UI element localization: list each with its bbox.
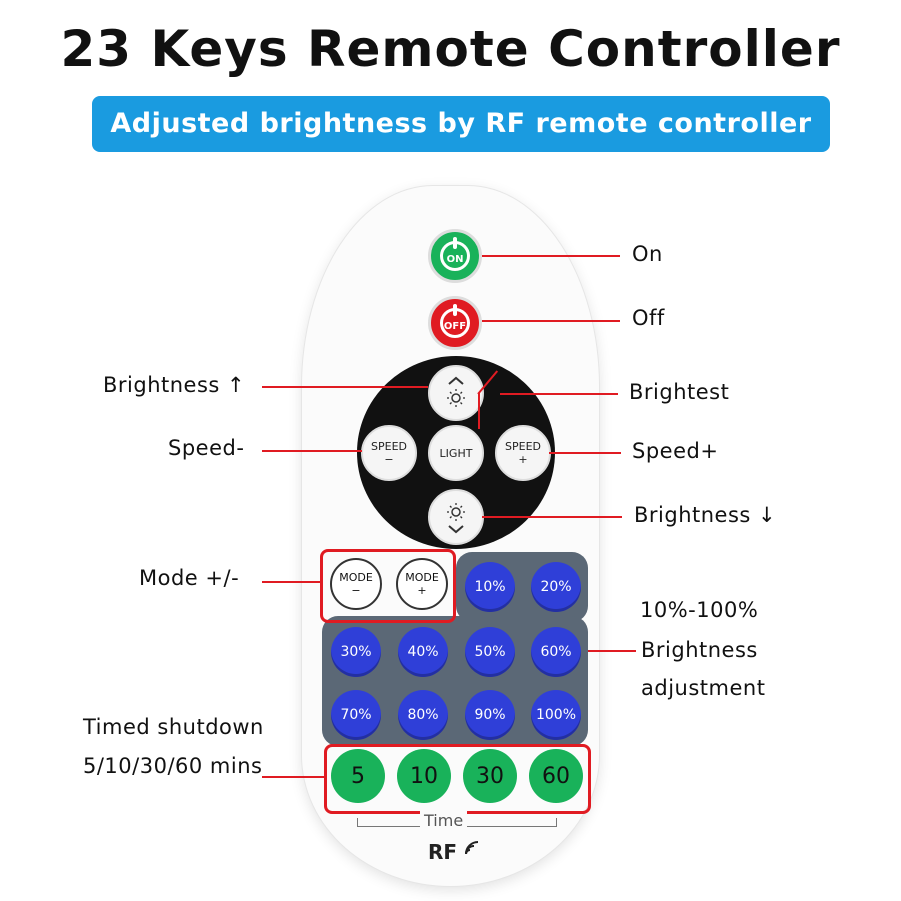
timer-60-button[interactable]: 60 [529, 749, 583, 803]
callout-timed-2: 5/10/30/60 mins [83, 754, 263, 778]
callout-brightness-adj-2: adjustment [641, 676, 766, 700]
signal-icon [465, 841, 479, 855]
callout-line-off [482, 320, 620, 322]
brightness-40-button[interactable]: 40% [398, 627, 448, 677]
callout-line-mode [262, 581, 322, 583]
callout-brightness-adj-1: Brightness [641, 638, 758, 662]
on-button[interactable]: ON [428, 229, 482, 283]
power-icon: OFF [440, 304, 470, 338]
time-label: Time [420, 811, 468, 830]
timer-5-button[interactable]: 5 [331, 749, 385, 803]
brightness-50-button[interactable]: 50% [465, 627, 515, 677]
page-title: 23 Keys Remote Controller [60, 20, 841, 78]
brightness-60-button[interactable]: 60% [531, 627, 581, 677]
mode-highlight-box [320, 549, 456, 623]
callout-on: On [632, 242, 663, 266]
brightness-80-button[interactable]: 80% [398, 690, 448, 740]
callout-line-brightest [500, 393, 618, 395]
brightness-10-button[interactable]: 10% [465, 562, 515, 612]
callout-line-on [482, 255, 620, 257]
speed-plus-button[interactable]: SPEED + [495, 425, 551, 481]
callout-line-timer [262, 776, 326, 778]
speed-minus-button[interactable]: SPEED − [361, 425, 417, 481]
timer-30-button[interactable]: 30 [463, 749, 517, 803]
rf-brand: RF [428, 840, 480, 864]
brightness-100-button[interactable]: 100% [531, 690, 581, 740]
brightness-70-button[interactable]: 70% [331, 690, 381, 740]
callout-line-speed-plus [549, 452, 621, 454]
callout-brightness-up: Brightness ↑ [103, 373, 246, 397]
callout-line-speed-minus [262, 450, 362, 452]
callout-speed-minus: Speed- [168, 436, 245, 460]
callout-line-brightness-up [262, 386, 428, 388]
callout-line-brightest-stem [478, 393, 480, 429]
mode-minus-button[interactable]: MODE − [330, 558, 382, 610]
off-label: OFF [443, 320, 467, 332]
on-label: ON [446, 253, 464, 265]
callout-line-brightness-down [482, 516, 622, 518]
brightness-up-button[interactable] [428, 365, 484, 421]
off-button[interactable]: OFF [428, 296, 482, 350]
callout-line-percent [588, 650, 636, 652]
power-icon: ON [440, 237, 470, 271]
callout-brightest: Brightest [629, 380, 730, 404]
timer-highlight-box [324, 744, 591, 814]
light-button[interactable]: LIGHT [428, 425, 484, 481]
timer-10-button[interactable]: 10 [397, 749, 451, 803]
subtitle-banner: Adjusted brightness by RF remote control… [92, 96, 830, 152]
rf-label: RF [428, 840, 458, 864]
sun-up-icon [447, 376, 465, 407]
callout-brightness-down: Brightness ↓ [634, 503, 777, 527]
brightness-90-button[interactable]: 90% [465, 690, 515, 740]
callout-off: Off [632, 306, 665, 330]
sun-down-icon [447, 503, 465, 534]
brightness-20-button[interactable]: 20% [531, 562, 581, 612]
callout-mode: Mode +/- [139, 566, 240, 590]
callout-timed-1: Timed shutdown [83, 715, 264, 739]
mode-plus-button[interactable]: MODE + [396, 558, 448, 610]
callout-speed-plus: Speed+ [632, 439, 719, 463]
callout-brightness-range: 10%-100% [640, 598, 759, 622]
brightness-30-button[interactable]: 30% [331, 627, 381, 677]
brightness-down-button[interactable] [428, 489, 484, 545]
